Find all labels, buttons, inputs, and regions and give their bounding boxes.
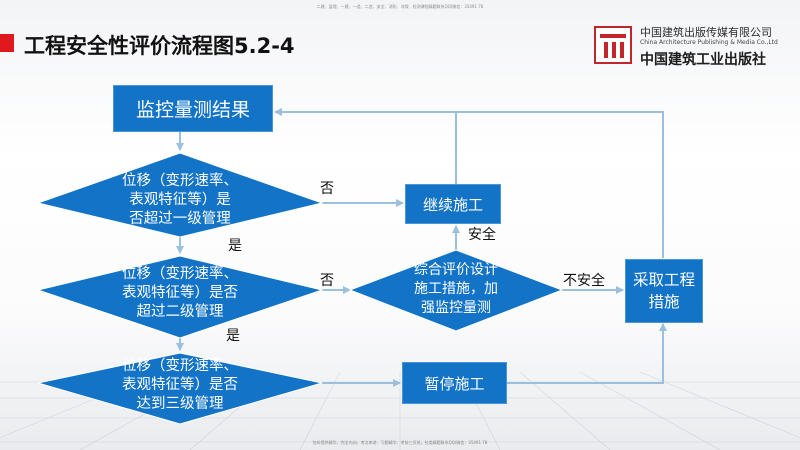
page-title: 工程安全性评价流程图5.2-4 — [24, 34, 295, 58]
decision-level1-shape — [36, 152, 324, 238]
label-safe: 安全 — [468, 227, 496, 243]
label-yes-level1: 是 — [228, 238, 242, 254]
decision-level2-line2: 表观特征等）是否 — [122, 285, 238, 301]
engineering-measures-line1: 采取工程 — [632, 271, 695, 289]
decision-level1-line2: 表观特征等）是 — [129, 192, 231, 208]
monitor-result-label: 监控量测结果 — [135, 99, 250, 121]
publisher-name-en: China Architecture Publishing & Media Co… — [640, 39, 778, 46]
decision-level2-text: 位移（变形速率、 表观特征等）是否 超过二级管理 — [100, 265, 260, 322]
decision-level2-line3: 超过二级管理 — [136, 304, 224, 320]
evaluate-line2: 施工措施，加 — [414, 281, 498, 297]
decision-level2-line1: 位移（变形速率、 — [122, 266, 238, 282]
publisher-logo: 中国建筑出版传媒有限公司 China Architecture Publishi… — [594, 22, 794, 72]
title-accent-bar — [0, 34, 14, 52]
label-no-level1: 否 — [320, 181, 334, 197]
evaluate-line3: 强监控量测 — [421, 300, 491, 316]
top-note: 二建、监理、一建、一造、二造、安全、消防、非保、检测课程精题联系QQ/微信：35… — [316, 4, 484, 9]
decision-level3-line3: 达到三级管理 — [136, 396, 224, 412]
continue-construction-box: 继续施工 — [405, 184, 501, 224]
evaluate-line1: 综合评价设计 — [414, 262, 498, 278]
pause-construction-box: 暂停施工 — [402, 362, 507, 404]
decision-level3-line2: 表观特征等）是否 — [122, 377, 238, 393]
decision-level1-line3: 否超过一级管理 — [129, 211, 231, 227]
label-yes-level2: 是 — [226, 328, 240, 344]
engineering-measures-box: 采取工程 措施 — [625, 259, 703, 323]
connector-pause-to-measures — [507, 323, 667, 384]
monitor-result-box: 监控量测结果 — [113, 85, 273, 132]
pause-construction-label: 暂停施工 — [424, 374, 485, 393]
engineering-measures-line2: 措施 — [648, 293, 680, 311]
connector-measures-to-monitor — [456, 111, 664, 258]
publisher-name-calligraphy: 中国建筑工业出版社 — [640, 52, 766, 68]
evaluate-shape — [348, 249, 564, 332]
decision-level2-shape — [36, 255, 324, 339]
decision-level1-text: 位移（变形速率、 表观特征等）是 否超过一级管理 — [100, 172, 260, 229]
decision-level3-line1: 位移（变形速率、 — [122, 358, 238, 374]
decision-level1-line1: 位移（变形速率、 — [122, 173, 238, 189]
label-unsafe: 不安全 — [563, 273, 605, 289]
continue-construction-label: 继续施工 — [422, 195, 483, 214]
evaluate-text: 综合评价设计 施工措施，加 强监控量测 — [386, 261, 526, 318]
label-no-level2: 否 — [320, 273, 334, 289]
connector-continue-to-monitor — [274, 108, 457, 184]
publisher-name-cn: 中国建筑出版传媒有限公司 — [640, 26, 772, 39]
bottom-note: 包听提供精华，完全内训、考点串讲、习题精华、考前三页纸，些类精题联系QQ/微信：… — [312, 440, 488, 445]
decision-level3-text: 位移（变形速率、 表观特征等）是否 达到三级管理 — [100, 357, 260, 414]
decision-level3-shape — [37, 352, 323, 425]
publisher-emblem-icon — [594, 26, 632, 64]
